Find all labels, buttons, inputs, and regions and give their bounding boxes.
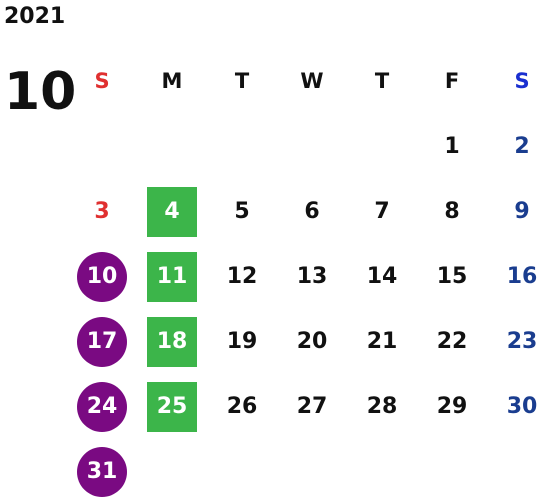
week-row: 24 25 26 27 28 29 30 <box>67 374 548 439</box>
day-number: 26 <box>226 394 258 419</box>
day-number: 3 <box>94 199 110 224</box>
day-number: 23 <box>506 329 538 354</box>
day-cell[interactable]: 19 <box>207 309 277 374</box>
day-number: 9 <box>514 199 530 224</box>
day-number: 29 <box>436 394 468 419</box>
day-cell[interactable]: 4 <box>137 179 207 244</box>
day-number: 1 <box>444 134 460 159</box>
day-cell[interactable]: 22 <box>417 309 487 374</box>
day-cell[interactable]: 1 <box>417 114 487 179</box>
day-number: 28 <box>366 394 398 419</box>
day-cell[interactable]: 9 <box>487 179 548 244</box>
weekday-friday: F <box>444 69 460 93</box>
day-cell[interactable]: 18 <box>137 309 207 374</box>
day-cell[interactable]: 27 <box>277 374 347 439</box>
day-cell[interactable] <box>137 114 207 179</box>
day-number: 30 <box>506 394 538 419</box>
day-cell[interactable]: 17 <box>67 309 137 374</box>
day-cell[interactable]: 12 <box>207 244 277 309</box>
week-row: 3 4 5 6 7 8 9 <box>67 179 548 244</box>
day-cell[interactable]: 28 <box>347 374 417 439</box>
day-cell[interactable] <box>137 439 207 504</box>
week-row: 17 18 19 20 21 22 23 <box>67 309 548 374</box>
day-cell[interactable]: 11 <box>137 244 207 309</box>
day-cell[interactable]: 30 <box>487 374 548 439</box>
day-number: 20 <box>296 329 328 354</box>
day-number: 15 <box>436 264 468 289</box>
day-cell[interactable] <box>207 439 277 504</box>
day-cell[interactable]: 24 <box>67 374 137 439</box>
day-number: 22 <box>436 329 468 354</box>
day-number: 16 <box>506 264 538 289</box>
day-cell[interactable]: 6 <box>277 179 347 244</box>
weekday-tuesday: T <box>234 69 250 93</box>
day-number: 6 <box>304 199 320 224</box>
day-number: 2 <box>514 134 530 159</box>
highlight-square: 18 <box>147 316 197 367</box>
day-cell[interactable]: 3 <box>67 179 137 244</box>
day-cell[interactable]: 8 <box>417 179 487 244</box>
day-cell[interactable]: 29 <box>417 374 487 439</box>
day-cell[interactable] <box>207 114 277 179</box>
day-cell[interactable]: 20 <box>277 309 347 374</box>
day-cell[interactable] <box>277 439 347 504</box>
day-cell[interactable] <box>67 114 137 179</box>
day-cell[interactable]: 31 <box>67 439 137 504</box>
day-cell[interactable]: 14 <box>347 244 417 309</box>
weekday-thursday: T <box>374 69 390 93</box>
day-number: 14 <box>366 264 398 289</box>
week-row: 1 2 <box>67 114 548 179</box>
day-cell[interactable]: 2 <box>487 114 548 179</box>
day-cell[interactable]: 7 <box>347 179 417 244</box>
day-number: 21 <box>366 329 398 354</box>
day-cell[interactable]: 15 <box>417 244 487 309</box>
holiday-circle: 24 <box>77 381 127 432</box>
day-cell[interactable]: 16 <box>487 244 548 309</box>
weekday-header: S M T W T F S <box>67 48 548 114</box>
day-cell[interactable] <box>417 439 487 504</box>
holiday-circle: 31 <box>77 446 127 497</box>
highlight-square: 4 <box>147 186 197 237</box>
day-number: 27 <box>296 394 328 419</box>
day-cell[interactable] <box>347 439 417 504</box>
week-row: 31 <box>67 439 548 504</box>
day-number: 12 <box>226 264 258 289</box>
weekday-monday: M <box>161 69 183 93</box>
day-cell[interactable]: 21 <box>347 309 417 374</box>
holiday-circle: 10 <box>77 251 127 302</box>
day-number: 7 <box>374 199 390 224</box>
calendar-grid: S M T W T F S 1 2 3 4 5 6 7 8 9 10 <box>67 48 548 504</box>
day-cell[interactable] <box>347 114 417 179</box>
week-row: 10 11 12 13 14 15 16 <box>67 244 548 309</box>
day-cell[interactable]: 25 <box>137 374 207 439</box>
weekday-wednesday: W <box>300 69 324 93</box>
day-number: 5 <box>234 199 250 224</box>
holiday-circle: 17 <box>77 316 127 367</box>
day-cell[interactable]: 23 <box>487 309 548 374</box>
month-number: 10 <box>4 62 77 122</box>
day-cell[interactable]: 5 <box>207 179 277 244</box>
day-cell[interactable] <box>277 114 347 179</box>
highlight-square: 11 <box>147 251 197 302</box>
day-number: 13 <box>296 264 328 289</box>
weekday-saturday: S <box>514 69 530 93</box>
day-number: 19 <box>226 329 258 354</box>
day-cell[interactable]: 26 <box>207 374 277 439</box>
day-cell[interactable]: 10 <box>67 244 137 309</box>
day-cell[interactable]: 13 <box>277 244 347 309</box>
day-cell[interactable] <box>487 439 548 504</box>
weekday-sunday: S <box>94 69 110 93</box>
highlight-square: 25 <box>147 381 197 432</box>
day-number: 8 <box>444 199 460 224</box>
year-label: 2021 <box>4 4 66 29</box>
